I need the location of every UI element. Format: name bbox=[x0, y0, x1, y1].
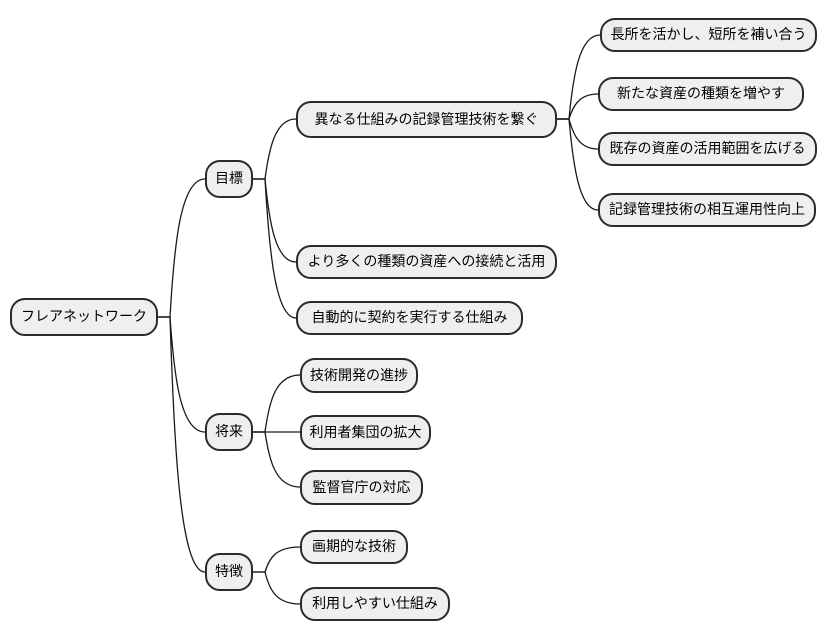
node-more-assets: より多くの種類の資産への接続と活用 bbox=[296, 245, 557, 279]
node-interoperability: 記録管理技術の相互運用性向上 bbox=[598, 193, 816, 227]
edge-goal-connect-tech bbox=[252, 118, 297, 180]
edge-features-innovative-tech bbox=[252, 546, 301, 573]
edge-goal-more-assets bbox=[252, 178, 297, 263]
node-new-assets: 新たな資産の種類を増やす bbox=[598, 77, 804, 111]
edge-connect-existing-assets bbox=[556, 118, 599, 150]
node-smart-contracts: 自動的に契約を実行する仕組み bbox=[296, 301, 523, 335]
node-regulators: 監督官庁の対応 bbox=[300, 470, 423, 505]
edge-future-tech-progress bbox=[252, 374, 301, 433]
node-existing-assets: 既存の資産の活用範囲を広げる bbox=[598, 132, 817, 166]
edge-goal-smart-contracts bbox=[252, 178, 297, 319]
node-root: フレアネットワーク bbox=[10, 298, 158, 336]
edge-connect-strengths bbox=[556, 34, 601, 120]
node-easy-to-use: 利用しやすい仕組み bbox=[300, 587, 450, 621]
edge-root-goal bbox=[157, 178, 206, 318]
node-user-growth: 利用者集団の拡大 bbox=[300, 415, 431, 450]
edge-features-easy-to-use bbox=[252, 571, 301, 605]
edge-root-future bbox=[157, 316, 206, 433]
node-connect-tech: 異なる仕組みの記録管理技術を繋ぐ bbox=[296, 101, 557, 138]
edge-root-features bbox=[157, 316, 206, 573]
edge-future-regulators bbox=[252, 431, 301, 488]
node-future: 将来 bbox=[205, 413, 253, 451]
node-strengths: 長所を活かし、短所を補い合う bbox=[600, 18, 817, 52]
node-tech-progress: 技術開発の進捗 bbox=[300, 358, 418, 393]
edge-connect-interoperability bbox=[556, 118, 599, 211]
edge-connect-new-assets bbox=[556, 93, 599, 120]
node-features: 特徴 bbox=[205, 553, 253, 591]
node-goal: 目標 bbox=[205, 160, 253, 198]
node-innovative-tech: 画期的な技術 bbox=[300, 530, 408, 564]
